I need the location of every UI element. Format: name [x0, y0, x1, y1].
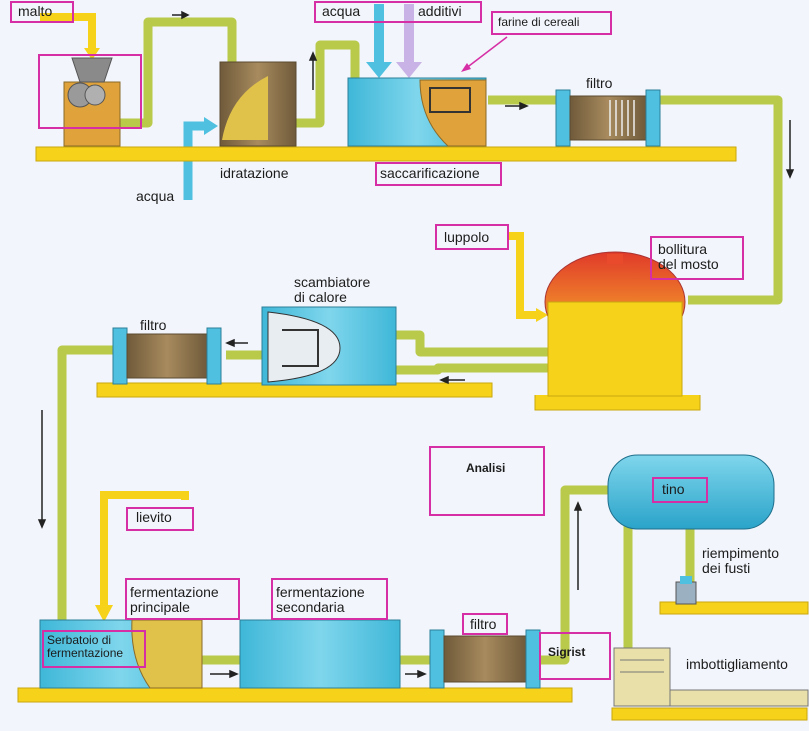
label-box-ferm-secondaria: [271, 578, 388, 620]
additives-inlet: [404, 4, 414, 66]
label-tino: tino: [662, 481, 685, 497]
label-saccarificazione: saccarificazione: [380, 165, 480, 181]
platforms: [17, 146, 809, 721]
filter-1: [555, 89, 661, 147]
platform-bottling: [611, 707, 808, 721]
label-box-lievito: [126, 507, 194, 531]
filter-3: [429, 629, 541, 689]
label-box-serbatoio: [42, 630, 146, 668]
pipe-hydration-to-sacc: [295, 40, 360, 128]
label-acqua-top: acqua: [322, 3, 361, 19]
label-luppolo: luppolo: [444, 229, 490, 245]
label-box-tino: [652, 477, 708, 503]
heat-exchanger: [261, 306, 397, 386]
label-ferm-secondaria: fermentazione secondaria: [276, 584, 365, 615]
label-box-analisi: [429, 446, 545, 516]
label-idratazione: idratazione: [220, 165, 289, 181]
secondary-fermentation-tank: [239, 619, 401, 689]
label-scambiatore: scambiatore di calore: [294, 274, 371, 305]
flow-arrows: [37, 10, 795, 679]
label-sigrist: Sigrist: [548, 645, 586, 659]
pipes: [57, 17, 783, 665]
water-inlet-top-arrow: [366, 62, 392, 78]
hops-feed-arrow: [536, 308, 548, 322]
pipe-hops-feed: [508, 232, 540, 319]
platform-row-1: [35, 146, 737, 162]
pipe-malt-to-hydration: [120, 17, 237, 128]
label-malto: malto: [18, 3, 53, 19]
label-ferm-principale: fermentazione principale: [130, 584, 219, 615]
pipe-exchanger-return: [395, 363, 548, 375]
saccharification-tank: [347, 77, 487, 147]
label-box-saccarificazione: [375, 162, 502, 186]
pipe-malt-feed: [40, 13, 96, 50]
pipe-yeast-feed: [100, 491, 189, 610]
pipe-filter-to-tino: [525, 485, 612, 665]
label-box-bollitura: [650, 236, 744, 280]
label-box-malt-mill: [38, 54, 142, 129]
label-acqua-left: acqua: [136, 188, 175, 204]
label-serbatoio: Serbatoio di fermentazione: [47, 633, 124, 660]
label-lievito: lievito: [136, 509, 172, 525]
water-inlet-top: [374, 4, 384, 66]
label-filtro-1: filtro: [586, 75, 613, 91]
label-box-acqua-additivi: [314, 1, 482, 23]
label-analisi: Analisi: [466, 461, 506, 475]
keg-filler: [675, 576, 697, 605]
platform-kettle-base: [534, 395, 701, 411]
label-filtro-3: filtro: [470, 616, 497, 632]
yeast-feed-arrow: [95, 605, 113, 622]
platform-kegs: [659, 601, 809, 615]
label-riempimento: riempimento dei fusti: [702, 545, 780, 576]
pipe-filter-to-boil: [660, 95, 783, 305]
label-box-sigrist: [539, 632, 611, 680]
label-box-malto: [10, 1, 74, 23]
label-box-ferm-principale: [125, 578, 240, 620]
tino-tank: [607, 454, 775, 530]
label-box-luppolo: [435, 224, 509, 250]
platform-row-3: [17, 687, 573, 703]
label-bollitura: bollitura del mosto: [658, 241, 719, 272]
label-farine: farine di cereali: [498, 15, 580, 29]
malt-mill: [63, 57, 121, 147]
label-filtro-2: filtro: [140, 317, 167, 333]
hydration-vessel: [219, 61, 297, 147]
water-inlet-hydration: [183, 121, 205, 200]
pipe-boil-to-exchanger: [395, 330, 548, 357]
label-box-filtro-3: [462, 613, 508, 635]
label-imbottigliamento: imbottigliamento: [686, 656, 788, 672]
pipe-filter-to-fermentation: [57, 345, 125, 640]
farine-pointer-arrow: [461, 36, 508, 72]
label-box-farine: [491, 11, 612, 35]
additives-inlet-arrow: [396, 62, 422, 78]
water-inlet-hydration-arrow: [204, 117, 218, 135]
bottling-machine: [613, 647, 809, 707]
boiling-kettle: [544, 251, 686, 397]
label-additivi: additivi: [418, 3, 462, 19]
filter-2: [112, 327, 222, 385]
